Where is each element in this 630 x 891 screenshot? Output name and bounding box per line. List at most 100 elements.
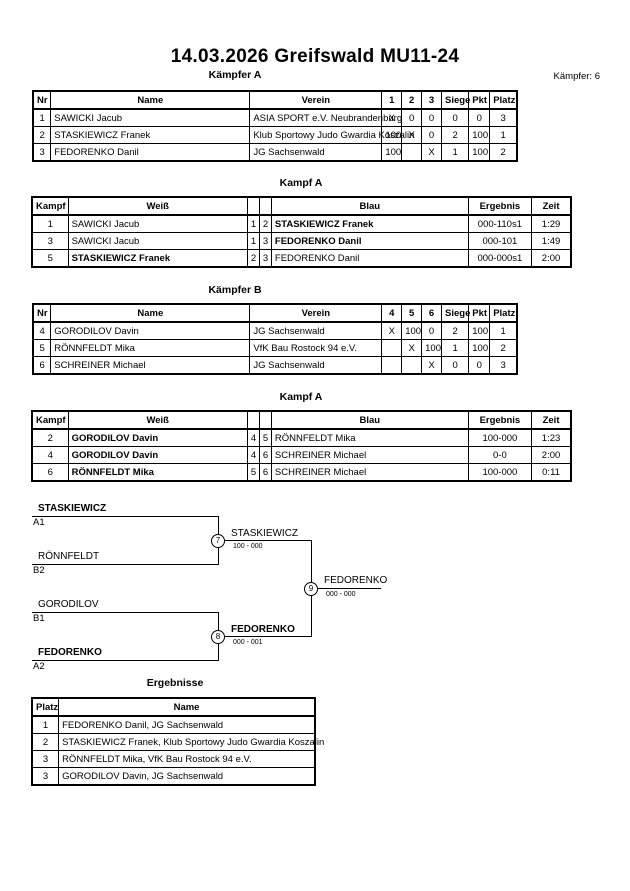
cell-r3: 0 (421, 108, 443, 127)
cell-weiss: GORODILOV Davin (67, 428, 248, 447)
bracket-seed-a1: A1 (33, 517, 45, 528)
col-zeit: Zeit (531, 410, 572, 430)
col-ergebnis: Ergebnis (467, 196, 533, 216)
cell-name: SCHREINER Michael (50, 356, 251, 375)
table-row: 2 STASKIEWICZ Franek, Klub Sportowy Judo… (31, 733, 324, 751)
cell-r2 (401, 143, 423, 162)
bracket-line (218, 540, 312, 541)
cell-name: GORODILOV Davin, JG Sachsenwald (58, 767, 316, 786)
match-9-winner: FEDORENKO (324, 575, 388, 586)
cell-nr: 6 (32, 356, 52, 375)
cell-siege: 1 (441, 143, 470, 162)
cell-zeit: 1:23 (531, 428, 572, 447)
cell-name: SAWICKI Jacub (50, 108, 251, 127)
fights-a-title: Kampf A (279, 177, 323, 189)
cell-weiss: STASKIEWICZ Franek (67, 249, 248, 268)
col-verein: Verein (249, 303, 383, 323)
group-b-title: Kämpfer B (208, 284, 262, 296)
cell-platz: 2 (31, 733, 60, 751)
col-verein: Verein (249, 90, 383, 110)
cell-weiss: SAWICKI Jacub (67, 214, 248, 233)
cell-n2: 2 (258, 214, 272, 233)
group-a-table: Nr Name Verein 1 2 3 Siege Pkt Platz 1 S… (32, 90, 518, 162)
cell-platz: 3 (489, 356, 518, 375)
cell-n1: 1 (246, 214, 260, 233)
cell-zeit: 2:00 (531, 249, 572, 268)
cell-siege: 0 (441, 108, 470, 127)
col-name: Name (58, 697, 316, 717)
cell-n1: 1 (246, 232, 260, 250)
col-n1 (246, 410, 260, 430)
bracket-line (311, 588, 381, 589)
col-pkt: Pkt (468, 90, 491, 110)
match-9-score: 000 - 000 (326, 591, 356, 598)
cell-r1: X (381, 321, 403, 340)
col-4: 4 (381, 303, 403, 323)
table-row: 3 SAWICKI Jacub 1 3 FEDORENKO Danil 000-… (31, 232, 572, 250)
cell-nr: 3 (32, 143, 52, 162)
cell-name: RÖNNFELDT Mika (50, 339, 251, 357)
cell-verein: VfK Bau Rostock 94 e.V. (249, 339, 383, 357)
cell-verein: ASIA SPORT e.V. Neubrandenburg (249, 108, 402, 127)
cell-r1: 100 (381, 143, 403, 162)
col-siege: Siege (441, 90, 470, 110)
cell-blau: RÖNNFELDT Mika (270, 428, 469, 447)
cell-n1: 4 (246, 446, 260, 464)
cell-pkt: 100 (468, 143, 491, 162)
table-header-row: Nr Name Verein 1 2 3 Siege Pkt Platz (32, 90, 518, 110)
match-7-marker: 7 (211, 534, 225, 548)
cell-siege: 2 (441, 126, 470, 144)
table-header-row: Nr Name Verein 4 5 6 Siege Pkt Platz (32, 303, 518, 323)
col-platz: Platz (489, 90, 518, 110)
col-platz: Platz (489, 303, 518, 323)
cell-verein: JG Sachsenwald (249, 356, 383, 375)
col-2: 2 (401, 90, 423, 110)
table-row: 4 GORODILOV Davin 4 6 SCHREINER Michael … (31, 446, 572, 464)
cell-name: GORODILOV Davin (50, 321, 251, 340)
cell-n1: 5 (246, 463, 260, 482)
cell-ergebnis: 000-110s1 (467, 214, 533, 233)
cell-weiss: RÖNNFELDT Mika (67, 463, 248, 482)
cell-platz: 2 (489, 143, 518, 162)
results-title: Ergebnisse (146, 677, 204, 689)
cell-kampf: 4 (31, 446, 69, 464)
cell-blau: FEDORENKO Danil (270, 249, 469, 268)
col-siege: Siege (441, 303, 470, 323)
cell-n1: 2 (246, 249, 260, 268)
cell-r1 (381, 356, 403, 375)
match-9-marker: 9 (304, 582, 318, 596)
cell-r3: 0 (421, 126, 443, 144)
cell-r2 (401, 356, 423, 375)
cell-n1: 4 (246, 428, 260, 447)
cell-r3: X (421, 143, 443, 162)
cell-pkt: 100 (468, 321, 491, 340)
cell-nr: 4 (32, 321, 52, 340)
cell-blau: STASKIEWICZ Franek (270, 214, 469, 233)
cell-r3: X (421, 356, 443, 375)
table-row: 5 RÖNNFELDT Mika VfK Bau Rostock 94 e.V.… (32, 339, 518, 357)
table-row: 3 GORODILOV Davin, JG Sachsenwald (31, 767, 316, 786)
cell-verein: Klub Sportowy Judo Gwardia Koszalin (249, 126, 414, 144)
cell-siege: 0 (441, 356, 470, 375)
col-blau: Blau (270, 410, 469, 430)
table-row: 2 GORODILOV Davin 4 5 RÖNNFELDT Mika 100… (31, 428, 572, 447)
table-row: 6 SCHREINER Michael JG Sachsenwald X 0 0… (32, 356, 518, 375)
cell-kampf: 3 (31, 232, 69, 250)
cell-blau: SCHREINER Michael (270, 446, 469, 464)
col-blau: Blau (270, 196, 469, 216)
cell-verein: JG Sachsenwald (249, 143, 383, 162)
cell-kampf: 1 (31, 214, 69, 233)
cell-ergebnis: 000-000s1 (467, 249, 533, 268)
table-header-row: Kampf Weiß Blau Ergebnis Zeit (31, 410, 572, 430)
cell-siege: 1 (441, 339, 470, 357)
cell-platz: 3 (31, 767, 60, 786)
cell-blau: SCHREINER Michael (270, 463, 469, 482)
cell-platz: 2 (489, 339, 518, 357)
cell-r2: X (401, 339, 423, 357)
col-3: 3 (421, 90, 443, 110)
cell-n2: 6 (258, 463, 272, 482)
table-header-row: Platz Name (31, 697, 316, 717)
col-5: 5 (401, 303, 423, 323)
results-table: Platz Name 1 FEDORENKO Danil, JG Sachsen… (31, 697, 324, 786)
cell-nr: 1 (32, 108, 52, 127)
